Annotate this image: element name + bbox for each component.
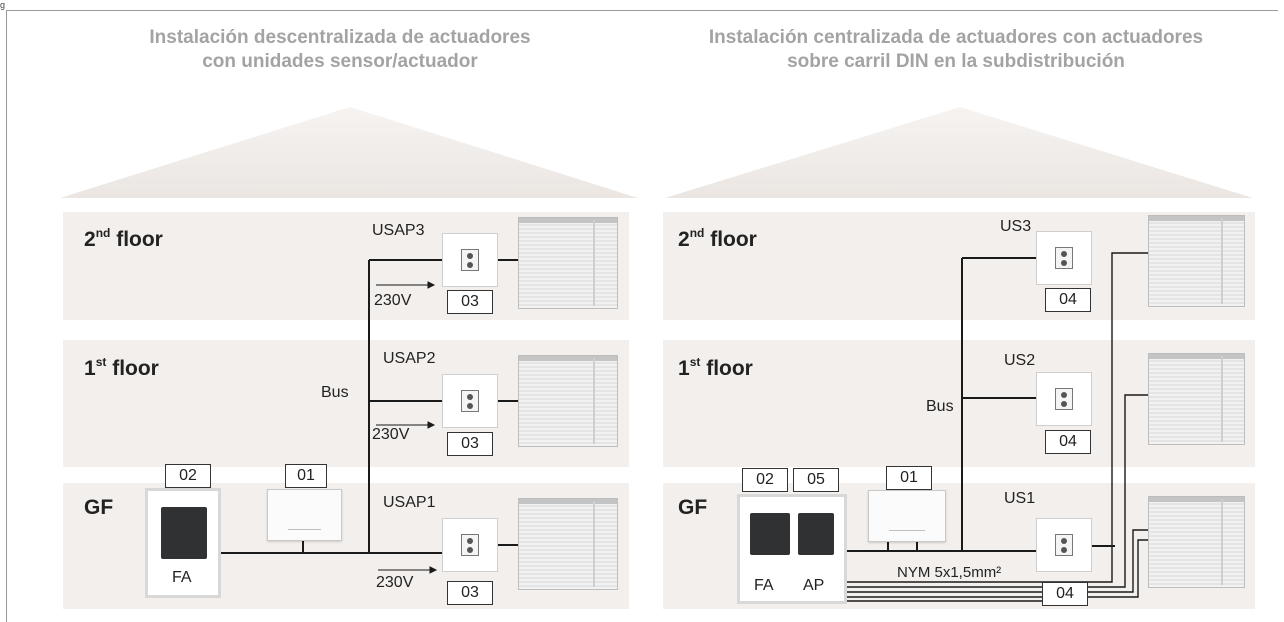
right-sensor-3-switch[interactable] bbox=[1036, 231, 1092, 285]
right-blind-3 bbox=[1148, 215, 1245, 307]
left-floor-gf-label: GF bbox=[84, 496, 114, 519]
right-control-panel[interactable] bbox=[868, 490, 946, 542]
left-actuator-1-box: 03 bbox=[447, 581, 493, 605]
left-roof bbox=[60, 107, 638, 198]
right-heading: Instalación centralizada de actuadores c… bbox=[662, 26, 1250, 74]
left-actuator-3-switch[interactable] bbox=[442, 233, 498, 287]
left-panel-box: 01 bbox=[285, 464, 327, 488]
din-module-icon bbox=[798, 513, 834, 555]
right-floor-gf-label: GF bbox=[678, 496, 708, 519]
left-voltage-label-1: 230V bbox=[376, 574, 414, 591]
right-roof bbox=[665, 107, 1253, 198]
right-heading-line2: sobre carril DIN en la subdistribución bbox=[787, 51, 1125, 72]
corner-label: g bbox=[0, 0, 6, 10]
left-heading: Instalación descentralizada de actuadore… bbox=[60, 26, 620, 74]
left-blind-1 bbox=[518, 498, 618, 590]
rocker-icon bbox=[461, 249, 479, 271]
left-floor-2-label: 2nd floor bbox=[84, 226, 163, 251]
left-fa-label: FA bbox=[172, 569, 192, 586]
right-sensor-1-switch[interactable] bbox=[1036, 518, 1092, 572]
right-cable-box: 04 bbox=[1042, 582, 1088, 606]
rocker-icon bbox=[1055, 534, 1073, 556]
left-actuator-3-box: 03 bbox=[447, 290, 493, 314]
right-fa-label: FA bbox=[754, 577, 774, 594]
rocker-icon bbox=[1055, 247, 1073, 269]
right-ap-label: AP bbox=[803, 577, 825, 594]
right-fa-ap-device[interactable]: FA AP bbox=[737, 494, 847, 604]
left-fa-box: 02 bbox=[165, 464, 211, 488]
right-floor-1-label: 1st floor bbox=[678, 355, 753, 380]
frame-left-border bbox=[6, 10, 7, 622]
left-blind-2 bbox=[518, 355, 618, 447]
left-actuator-1-switch[interactable] bbox=[442, 518, 498, 572]
right-fa-box: 02 bbox=[742, 468, 788, 492]
left-bus-label: Bus bbox=[321, 384, 349, 401]
right-ap-box: 05 bbox=[793, 468, 839, 492]
left-heading-line1: Instalación descentralizada de actuadore… bbox=[149, 27, 531, 48]
right-floor-2-label: 2nd floor bbox=[678, 226, 757, 251]
right-sensor-2-switch[interactable] bbox=[1036, 372, 1092, 426]
frame-top-border bbox=[6, 10, 1278, 11]
right-blind-1 bbox=[1148, 496, 1245, 588]
rocker-icon bbox=[461, 390, 479, 412]
right-blind-2 bbox=[1148, 353, 1245, 445]
left-actuator-3-label: USAP3 bbox=[372, 222, 425, 239]
right-cable-label: NYM 5x1,5mm² bbox=[897, 564, 1002, 581]
din-module-icon bbox=[161, 507, 207, 559]
left-actuator-2-box: 03 bbox=[447, 432, 493, 456]
right-heading-line1: Instalación centralizada de actuadores c… bbox=[708, 27, 1204, 48]
right-sensor-3-box: 04 bbox=[1045, 288, 1091, 312]
right-sensor-2-label: US2 bbox=[1004, 352, 1036, 369]
right-sensor-2-box: 04 bbox=[1045, 430, 1091, 454]
rocker-icon bbox=[461, 534, 479, 556]
left-voltage-label-3: 230V bbox=[374, 292, 412, 309]
left-fa-device[interactable]: FA bbox=[145, 488, 221, 598]
right-sensor-3-label: US3 bbox=[1000, 218, 1032, 235]
left-actuator-2-switch[interactable] bbox=[442, 374, 498, 428]
left-voltage-label-2: 230V bbox=[372, 426, 410, 443]
left-heading-line2: con unidades sensor/actuador bbox=[202, 51, 478, 72]
left-blind-3 bbox=[518, 217, 618, 309]
left-actuator-2-label: USAP2 bbox=[383, 350, 436, 367]
right-sensor-1-label: US1 bbox=[1004, 490, 1036, 507]
right-panel-box: 01 bbox=[886, 466, 932, 490]
right-bus-label: Bus bbox=[926, 398, 954, 415]
left-floor-1-label: 1st floor bbox=[84, 355, 159, 380]
left-actuator-1-label: USAP1 bbox=[383, 494, 436, 511]
din-module-icon bbox=[750, 513, 790, 555]
rocker-icon bbox=[1055, 388, 1073, 410]
left-control-panel[interactable] bbox=[267, 489, 342, 541]
